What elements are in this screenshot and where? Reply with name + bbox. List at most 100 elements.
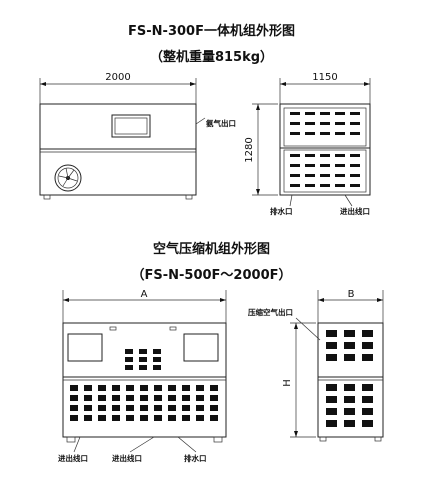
vent-slot: [344, 396, 355, 403]
vent-slot: [290, 174, 300, 177]
top-inlet-label: 进出线口: [340, 206, 370, 216]
vent-slot: [125, 357, 133, 362]
vent-slot: [168, 405, 176, 411]
vent-slot: [98, 405, 106, 411]
vent-slot: [305, 154, 315, 157]
vent-slot: [305, 122, 315, 125]
top-water-label: 排水口: [270, 206, 293, 216]
vent-slot: [362, 384, 373, 391]
vent-slot: [350, 122, 360, 125]
vent-slot: [335, 184, 345, 187]
vent-slot: [182, 385, 190, 391]
vent-slot: [320, 174, 330, 177]
vent-slot: [182, 395, 190, 401]
vent-slot: [326, 384, 337, 391]
vent-slot: [350, 184, 360, 187]
vent-slot: [70, 385, 78, 391]
vent-slot: [98, 395, 106, 401]
vent-slot: [326, 420, 337, 427]
vent-slot: [140, 405, 148, 411]
vent-slot: [335, 154, 345, 157]
bottom-front-vents: [70, 385, 218, 421]
vent-slot: [139, 365, 147, 370]
vent-slot: [84, 405, 92, 411]
vent-slot: [70, 395, 78, 401]
fan-icon: [54, 164, 82, 192]
vent-slot: [168, 385, 176, 391]
vent-slot: [125, 365, 133, 370]
vent-slot: [153, 357, 161, 362]
vent-slot: [126, 385, 134, 391]
vent-slot: [344, 408, 355, 415]
vent-slot: [320, 132, 330, 135]
vent-slot: [98, 415, 106, 421]
vent-slot: [84, 415, 92, 421]
vent-slot: [112, 405, 120, 411]
vent-slot: [335, 122, 345, 125]
top-height-dim: 1280: [244, 137, 255, 162]
vent-slot: [344, 342, 355, 349]
vent-slot: [196, 405, 204, 411]
vent-slot: [154, 415, 162, 421]
vent-slot: [326, 408, 337, 415]
top-title: FS-N-300F一体机组外形图: [128, 24, 295, 39]
vent-slot: [168, 395, 176, 401]
bottom-inlet-left-label: 进出线口: [58, 453, 88, 463]
vent-slot: [320, 112, 330, 115]
vent-slot: [290, 122, 300, 125]
vent-slot: [153, 365, 161, 370]
vent-slot: [139, 349, 147, 354]
vent-slot: [362, 354, 373, 361]
vent-slot: [362, 420, 373, 427]
top-side-vents: [290, 112, 360, 187]
vent-slot: [305, 174, 315, 177]
vent-slot: [362, 330, 373, 337]
vent-slot: [139, 357, 147, 362]
vent-slot: [168, 415, 176, 421]
vent-slot: [335, 132, 345, 135]
bottom-title: 空气压缩机组外形图: [152, 242, 270, 257]
vent-slot: [210, 415, 218, 421]
vent-slot: [305, 112, 315, 115]
vent-slot: [210, 385, 218, 391]
vent-slot: [140, 395, 148, 401]
vent-slot: [126, 415, 134, 421]
vent-slot: [305, 132, 315, 135]
vent-slot: [326, 354, 337, 361]
vent-slot: [362, 408, 373, 415]
vent-slot: [70, 405, 78, 411]
vent-slot: [140, 385, 148, 391]
vent-slot: [326, 342, 337, 349]
vent-slot: [305, 184, 315, 187]
vent-slot: [196, 415, 204, 421]
top-front-view: 2000 氨气出口: [39, 72, 236, 200]
vent-slot: [344, 330, 355, 337]
vent-slot: [84, 385, 92, 391]
vent-slot: [154, 405, 162, 411]
vent-slot: [320, 184, 330, 187]
vent-slot: [290, 164, 300, 167]
vent-slot: [84, 395, 92, 401]
vent-slot: [362, 342, 373, 349]
vent-slot: [196, 395, 204, 401]
vent-slot: [320, 122, 330, 125]
vent-slot: [153, 349, 161, 354]
bottom-side-vents: [326, 330, 373, 427]
vent-slot: [335, 174, 345, 177]
vent-slot: [305, 164, 315, 167]
vent-slot: [112, 415, 120, 421]
vent-slot: [98, 385, 106, 391]
vent-slot: [210, 405, 218, 411]
vent-slot: [154, 385, 162, 391]
vent-slot: [290, 154, 300, 157]
top-width-dim: 2000: [105, 72, 130, 83]
vent-slot: [112, 395, 120, 401]
vent-slot: [350, 112, 360, 115]
vent-slot: [350, 154, 360, 157]
vent-slot: [126, 405, 134, 411]
vent-slot: [335, 112, 345, 115]
vent-slot: [125, 349, 133, 354]
bottom-height-dim: H: [282, 379, 293, 387]
top-side-view: 1150 1280 排水口 进出线口: [244, 72, 371, 216]
